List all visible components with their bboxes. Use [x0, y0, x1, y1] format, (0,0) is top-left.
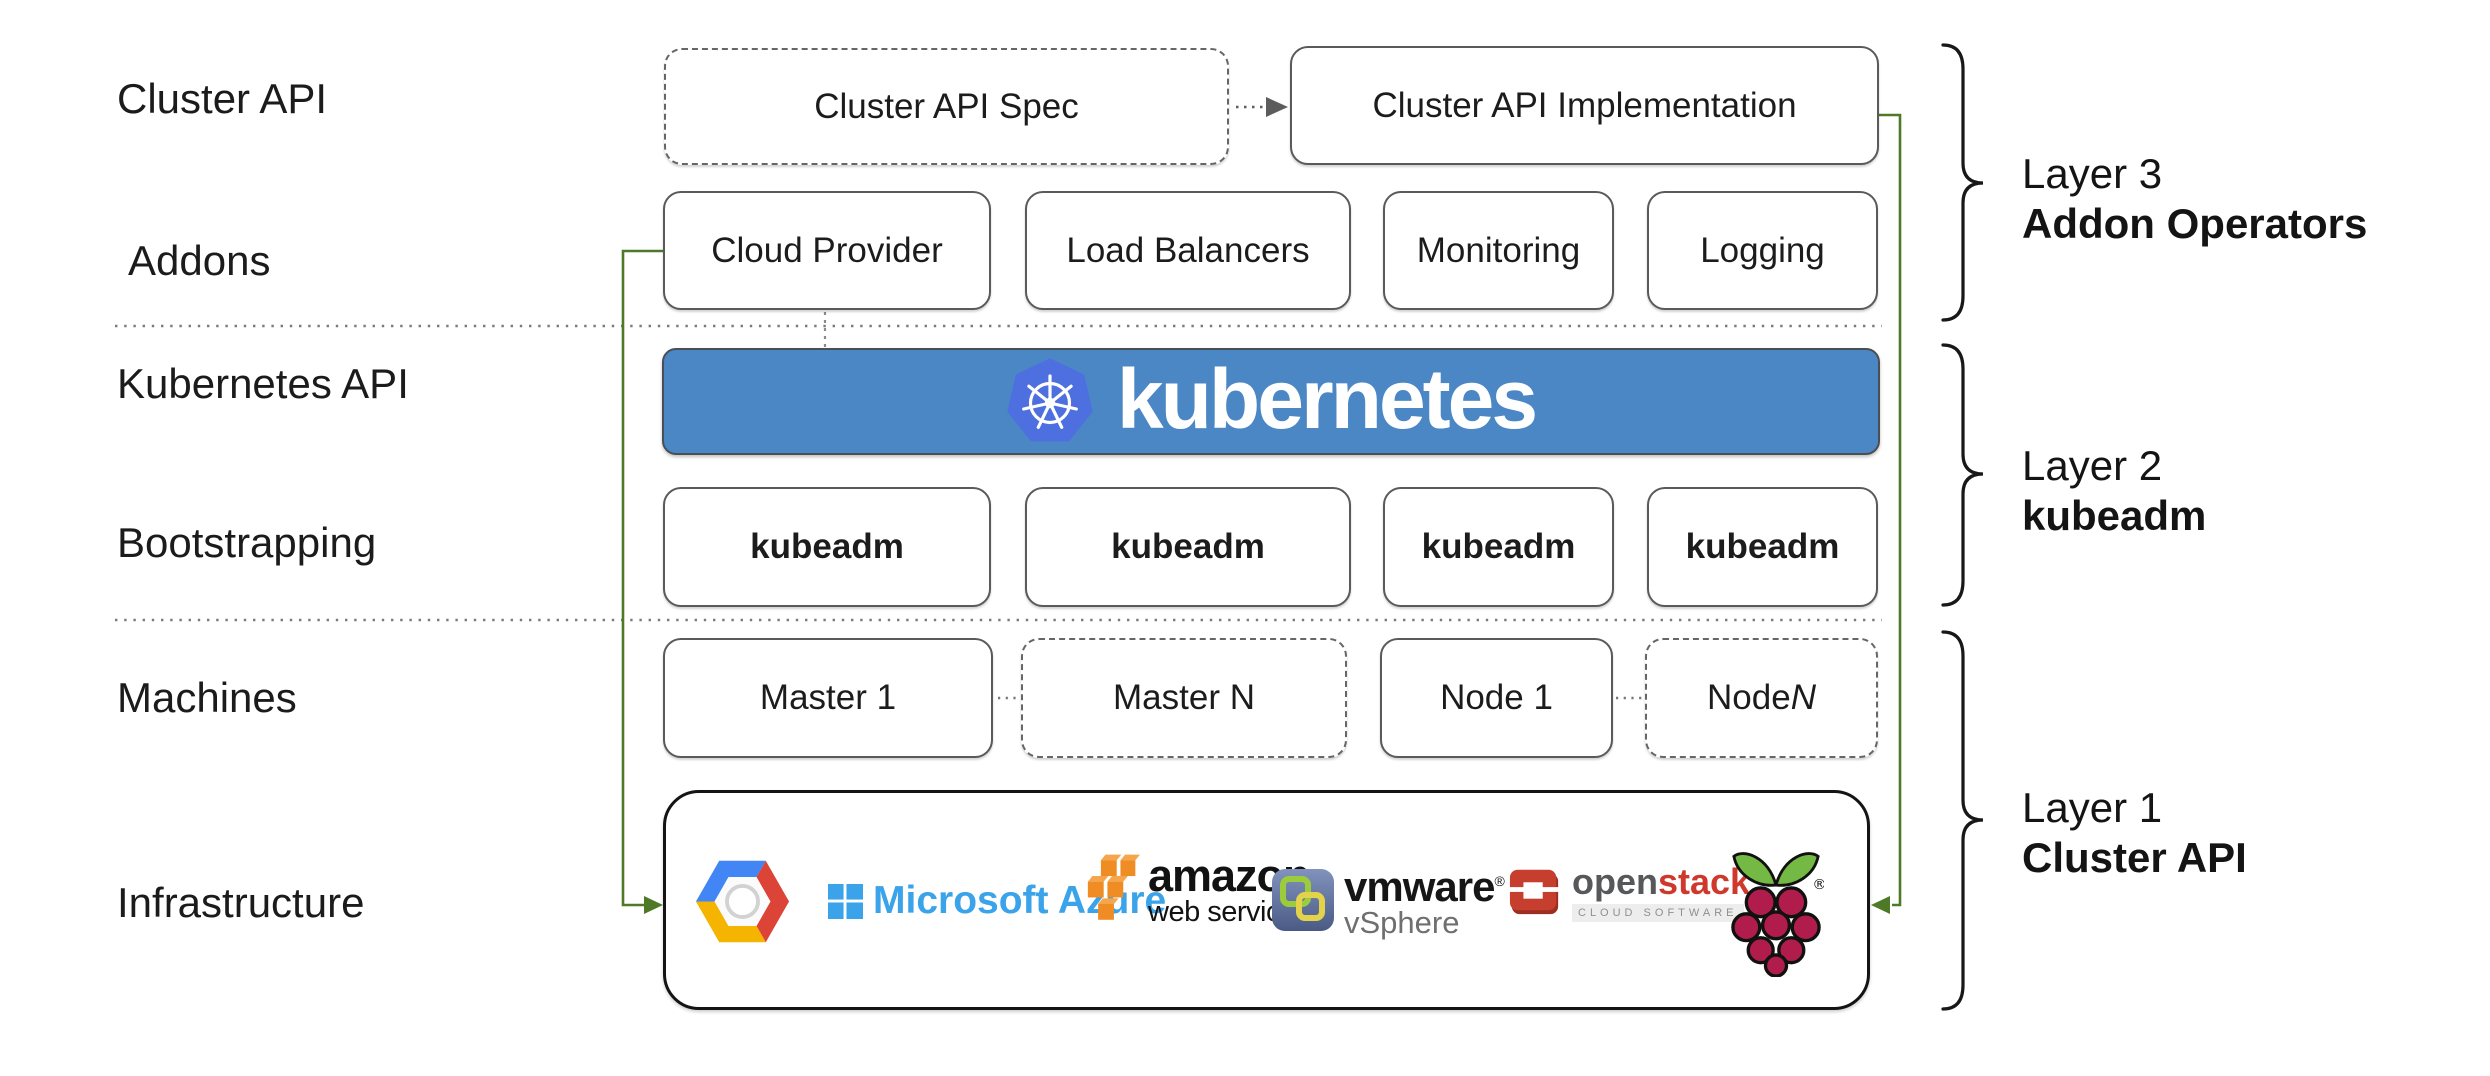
row-label-bootstrapping: Bootstrapping [117, 519, 377, 566]
layer-2-name: kubeadm [2022, 492, 2207, 539]
microsoft-azure-logo: Microsoft Azure [828, 879, 1166, 923]
kubeadm-box-4: kubeadm [1647, 487, 1878, 607]
kubernetes-wordmark: kubernetes [1116, 351, 1538, 446]
google-cloud-logo [694, 853, 791, 950]
layer-2-label-block: Layer 2 kubeadm [2022, 441, 2206, 541]
raspberry-pi-registered-mark: ® [1812, 877, 1824, 893]
node-n-prefix: Node [1707, 678, 1791, 717]
machine-box-master-1: Master 1 [663, 638, 993, 758]
spec-to-implementation-arrowhead-icon [1266, 97, 1288, 117]
row-label-machines: Machines [117, 674, 297, 721]
addon-box-load-balancers: Load Balancers [1025, 191, 1351, 310]
machine-box-master-n: Master N [1021, 638, 1347, 758]
layer-2-title: Layer 2 [2022, 442, 2163, 489]
kubeadm-box-1: kubeadm [663, 487, 991, 607]
google-cloud-hexagon-icon [695, 860, 790, 943]
cluster-api-implementation-box: Cluster API Implementation [1290, 46, 1879, 165]
openstack-sublabel: CLOUD SOFTWARE [1572, 904, 1744, 922]
layer-3-title: Layer 3 [2022, 150, 2163, 197]
row-label-infrastructure: Infrastructure [117, 879, 365, 926]
addon-box-cloud-provider: Cloud Provider [663, 191, 991, 310]
windows-flag-icon [828, 883, 863, 919]
vmware-label: vmware [1344, 863, 1495, 910]
layer-3-label-block: Layer 3 Addon Operators [2022, 149, 2367, 249]
raspberry-pi-icon: ® [1731, 852, 1824, 977]
vmware-sublabel: vSphere [1344, 905, 1460, 940]
raspberry-pi-logo: ® [1728, 843, 1824, 977]
layer-3-bracket [1941, 43, 1984, 322]
machine-box-node-1: Node 1 [1380, 638, 1613, 758]
row-label-cluster-api: Cluster API [117, 75, 328, 122]
layer-1-label-block: Layer 1 Cluster API [2022, 783, 2247, 883]
openstack-label-open: open [1572, 861, 1658, 902]
openstack-label-stack: stack [1658, 861, 1751, 902]
row-label-addons: Addons [128, 237, 271, 284]
infrastructure-box: Microsoft Azure amazon web services [663, 790, 1870, 1010]
kubeadm-box-3: kubeadm [1383, 487, 1614, 607]
vsphere-icon [1272, 869, 1334, 931]
vmware-registered-mark: ® [1494, 873, 1504, 889]
layer-2-bracket [1941, 343, 1984, 607]
machine-box-node-n: Node N [1645, 638, 1878, 758]
kubernetes-logo-icon [1007, 358, 1093, 441]
openstack-icon [1508, 869, 1562, 914]
cluster-api-spec-box: Cluster API Spec [664, 48, 1229, 165]
layer-1-bracket [1941, 630, 1984, 1011]
aws-cubes-icon [1087, 854, 1140, 920]
left-green-arrowhead-icon [644, 896, 663, 914]
layer-1-title: Layer 1 [2022, 784, 2163, 831]
addon-box-monitoring: Monitoring [1383, 191, 1614, 310]
openstack-logo: openstack™ CLOUD SOFTWARE [1508, 857, 1764, 922]
node-n-italic-n: N [1790, 678, 1816, 717]
kubernetes-banner: kubernetes [662, 348, 1880, 455]
row-label-kubernetes-api: Kubernetes API [117, 360, 409, 407]
right-green-arrowhead-icon [1871, 896, 1890, 914]
addon-box-logging: Logging [1647, 191, 1878, 310]
implementation-to-infrastructure-connector [1879, 113, 1902, 907]
cloud-provider-to-infrastructure-connector [621, 249, 663, 907]
kubeadm-box-2: kubeadm [1025, 487, 1351, 607]
layer-3-name: Addon Operators [2022, 200, 2368, 247]
layer-1-name: Cluster API [2022, 834, 2247, 881]
vmware-vsphere-logo: vmware® vSphere [1272, 861, 1505, 940]
